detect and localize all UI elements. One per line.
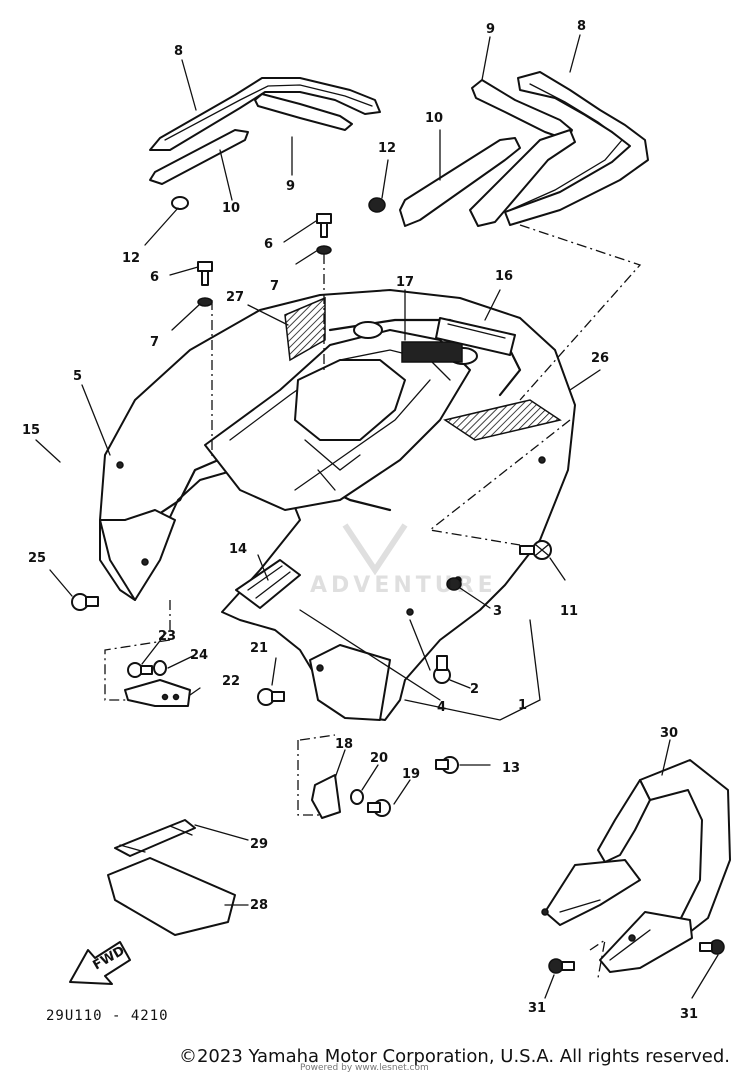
callout-13: 13	[502, 761, 520, 776]
callout-20: 20	[370, 751, 388, 766]
fender-center-well	[294, 359, 406, 441]
callout-28: 28	[250, 898, 268, 913]
bolt-group-6-7	[197, 213, 332, 307]
fwd-arrow-icon: FWD	[69, 941, 131, 985]
callout-29: 29	[250, 837, 268, 852]
callout-14: 14	[229, 542, 247, 557]
bolt-21	[257, 688, 285, 706]
grommet-12-left	[171, 196, 189, 210]
pad-group	[107, 819, 236, 936]
callout-26: 26	[591, 351, 609, 366]
leader-lines	[35, 34, 719, 999]
screw-11	[519, 540, 552, 560]
side-rail-10-left	[149, 129, 249, 185]
side-rail-8-left	[149, 77, 381, 151]
callout-12: 12	[378, 141, 396, 156]
callout-11: 11	[560, 604, 578, 619]
callout-16: 16	[495, 269, 513, 284]
callout-2: 2	[470, 682, 479, 697]
right-side-rail-group	[368, 71, 649, 227]
callout-labels: 8 9 10 12 9 8 10 12 6 7 6 7 27 17 16 26 …	[22, 19, 698, 1022]
copyright-notice: ©2023 Yamaha Motor Corporation, U.S.A. A…	[178, 1046, 730, 1067]
bolt-31-left	[548, 958, 575, 974]
callout-19: 19	[402, 767, 420, 782]
callout-15: 15	[22, 423, 40, 438]
pad-28	[107, 857, 236, 936]
washer-20	[350, 789, 364, 805]
bolt-6-left-head	[197, 261, 213, 272]
callout-12: 12	[122, 251, 140, 266]
bolt-23	[127, 662, 153, 678]
bolt-2	[433, 655, 451, 684]
fender-left-panel-27	[284, 296, 326, 362]
nut-3	[446, 577, 462, 591]
callout-21: 21	[250, 641, 268, 656]
grommet-12-right	[368, 197, 386, 213]
mud-flap-5	[99, 509, 176, 601]
callout-24: 24	[190, 648, 208, 663]
callout-31: 31	[528, 1001, 546, 1016]
callout-7: 7	[270, 279, 279, 294]
callout-31: 31	[680, 1007, 698, 1022]
callout-8: 8	[174, 44, 183, 59]
callout-10: 10	[222, 201, 240, 216]
grab-bar-mount-left	[544, 859, 641, 926]
svg-text:ADVENTURE: ADVENTURE	[310, 573, 497, 598]
callout-30: 30	[660, 726, 678, 741]
fender-outer-shell	[99, 289, 576, 721]
callout-25: 25	[28, 551, 46, 566]
reflector-14	[235, 559, 301, 609]
brand-logo-watermark: ADVENTURE	[310, 523, 497, 598]
callout-3: 3	[493, 604, 502, 619]
callout-5: 5	[73, 369, 82, 384]
callout-17: 17	[396, 275, 414, 290]
bolt-25	[71, 593, 99, 611]
caution-label-16	[435, 317, 516, 356]
parts-diagram: FWD	[22, 19, 731, 1024]
callout-18: 18	[335, 737, 353, 752]
grab-bar-tube	[639, 759, 731, 933]
fasteners	[71, 540, 552, 819]
bolt-31-right	[699, 939, 725, 955]
callout-23: 23	[158, 629, 176, 644]
band-29	[114, 819, 196, 857]
callout-27: 27	[226, 290, 244, 305]
callout-22: 22	[222, 674, 240, 689]
bolt-13	[435, 756, 459, 774]
washer-7-right	[316, 245, 332, 255]
label-17	[401, 341, 463, 363]
side-rail-10-right	[399, 137, 521, 227]
bolt-19	[367, 799, 391, 817]
bracket-22	[124, 679, 191, 707]
callout-6: 6	[264, 237, 273, 252]
washer-24	[153, 660, 167, 676]
fender-right-panel-26	[443, 399, 562, 441]
callout-1: 1	[518, 698, 527, 713]
callout-6: 6	[150, 270, 159, 285]
rear-fender-body	[99, 289, 576, 721]
callout-8: 8	[577, 19, 586, 34]
assembly-lines	[104, 224, 642, 979]
grab-bar-30	[541, 759, 731, 974]
side-rail-8-right	[504, 71, 649, 226]
site-watermark: Powered by www.lesnet.com	[300, 1063, 429, 1073]
washer-7-left	[197, 297, 213, 307]
bracket-18	[311, 774, 341, 819]
callout-7: 7	[150, 335, 159, 350]
callout-10: 10	[425, 111, 443, 126]
rear-flap-4	[309, 644, 391, 721]
left-side-rail-group	[149, 77, 381, 210]
side-rail-9-left	[254, 93, 353, 131]
callout-9: 9	[286, 179, 295, 194]
diagram-code: 29U110 - 4210	[46, 1008, 169, 1024]
callout-9: 9	[486, 22, 495, 37]
grab-bar-mount-right	[599, 911, 693, 973]
callout-4: 4	[437, 700, 446, 715]
bolt-6-right-head	[316, 213, 332, 224]
